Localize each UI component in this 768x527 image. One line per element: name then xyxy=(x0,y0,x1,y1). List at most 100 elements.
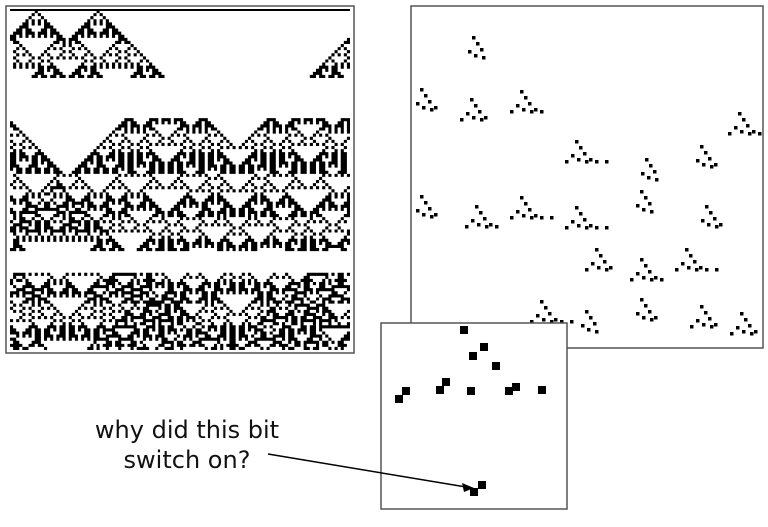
sparse-cell xyxy=(687,266,691,270)
sparse-cell xyxy=(472,116,476,120)
sparse-cell xyxy=(599,254,603,258)
sparse-cell xyxy=(642,208,646,212)
pointer-arrow xyxy=(267,453,474,492)
sparse-cell xyxy=(476,42,480,46)
sparse-cell xyxy=(650,318,654,322)
sparse-cell xyxy=(595,226,599,230)
sparse-cell xyxy=(510,110,514,114)
sparse-cell xyxy=(708,317,712,321)
sparse-cell xyxy=(708,157,712,161)
sparse-cell xyxy=(474,104,478,108)
sparse-cell xyxy=(485,225,489,229)
zoomed-cell xyxy=(470,488,478,496)
sparse-cell xyxy=(636,204,640,208)
sparse-cell xyxy=(748,132,752,136)
sparse-cell xyxy=(581,324,585,328)
sparse-cell xyxy=(715,225,719,229)
sparse-cell xyxy=(705,205,709,209)
sparse-cell xyxy=(550,320,554,324)
arrowhead-icon xyxy=(462,483,474,492)
sparse-cell xyxy=(742,118,746,122)
sparse-cell xyxy=(642,276,646,280)
sparse-cell xyxy=(510,216,514,220)
sparse-cell xyxy=(424,94,428,98)
zoomed-cell xyxy=(460,326,468,334)
sparse-cell xyxy=(540,216,544,220)
sparse-cell xyxy=(719,223,723,227)
sparse-cell xyxy=(530,216,534,220)
sparse-cell xyxy=(704,311,708,315)
sparse-cell xyxy=(700,145,704,149)
sparse-cell xyxy=(548,312,552,316)
sparse-cell xyxy=(577,224,581,228)
sparse-cell xyxy=(434,106,438,110)
sparse-cell xyxy=(700,305,704,309)
sparse-cell xyxy=(595,160,599,164)
sparse-cell xyxy=(758,132,762,136)
zoomed-cell xyxy=(512,383,520,391)
sparse-cell xyxy=(740,312,744,316)
sparse-cell xyxy=(707,223,711,227)
sparse-cell xyxy=(524,96,528,100)
zoomed-cell xyxy=(492,362,500,370)
sparse-cell xyxy=(710,165,714,169)
sparse-cell xyxy=(540,300,544,304)
sparse-cell xyxy=(605,268,609,272)
sparse-cell xyxy=(589,158,593,162)
caption-line-2: switch on? xyxy=(123,446,251,474)
sparse-cell xyxy=(728,132,732,136)
sparse-cell xyxy=(595,330,599,334)
sparse-cell xyxy=(585,160,589,164)
sparse-causal-pattern-panel xyxy=(410,5,764,349)
sparse-cell xyxy=(589,224,593,228)
sparse-cell xyxy=(483,217,487,221)
sparse-cell xyxy=(416,209,420,213)
sparse-cell xyxy=(630,278,634,282)
sparse-cell xyxy=(520,90,524,94)
sparse-cell xyxy=(585,268,589,272)
sparse-cell xyxy=(585,310,589,314)
sparse-cell xyxy=(681,262,685,266)
sparse-cell xyxy=(593,322,597,326)
zoomed-cell xyxy=(505,387,513,395)
sparse-cell xyxy=(605,160,609,164)
sparse-cell xyxy=(534,108,538,112)
sparse-cell xyxy=(746,124,750,128)
question-caption: why did this bit switch on? xyxy=(62,415,312,475)
sparse-cell xyxy=(704,151,708,155)
sparse-cell xyxy=(647,176,651,180)
sparse-cell xyxy=(750,332,754,336)
sparse-cell xyxy=(430,215,434,219)
sparse-cell xyxy=(609,266,613,270)
sparse-cell xyxy=(589,316,593,320)
sparse-cell xyxy=(534,214,538,218)
sparse-cell xyxy=(522,214,526,218)
sparse-cell xyxy=(650,278,654,282)
sparse-cell xyxy=(428,207,432,211)
sparse-cell xyxy=(648,310,652,314)
sparse-cell xyxy=(475,205,479,209)
sparse-cell xyxy=(424,201,428,205)
zoom-panel-frame xyxy=(380,322,568,510)
sparse-cell xyxy=(434,213,438,217)
sparse-cell xyxy=(744,318,748,322)
sparse-cell xyxy=(695,268,699,272)
sparse-cell xyxy=(465,225,469,229)
sparse-cell xyxy=(705,268,709,272)
sparse-cell xyxy=(480,118,484,122)
zoomed-cell xyxy=(480,343,488,351)
sparse-cell xyxy=(644,264,648,268)
sparse-cell xyxy=(648,202,652,206)
sparse-cell xyxy=(565,226,569,230)
sparse-cell xyxy=(591,262,595,266)
sparse-cell xyxy=(689,254,693,258)
sparse-cell xyxy=(516,104,520,108)
sparse-cell xyxy=(738,112,742,116)
sparse-cell xyxy=(520,196,524,200)
sparse-cell xyxy=(752,130,756,134)
sparse-cell xyxy=(696,319,700,323)
sparse-cell xyxy=(474,54,478,58)
zoomed-cells xyxy=(395,326,546,496)
sparse-cell xyxy=(636,272,640,276)
